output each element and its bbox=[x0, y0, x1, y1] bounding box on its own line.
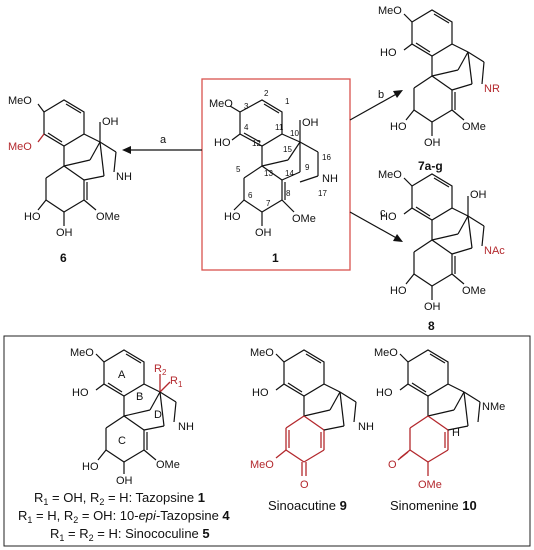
r1-label: R1 bbox=[170, 375, 183, 389]
sinomenine-ome-label: OMe bbox=[418, 479, 442, 491]
c1-atom-numbering: 1 2 3 4 5 6 7 8 9 10 11 12 13 14 15 16 1… bbox=[236, 89, 331, 208]
compound-1-structure bbox=[229, 99, 319, 226]
reaction-label-a: a bbox=[160, 134, 167, 146]
c8-nac-label: NAc bbox=[484, 245, 505, 257]
sinomenine-ho-label: HO bbox=[376, 387, 393, 399]
c1-oh7-label: OH bbox=[255, 227, 272, 239]
legend-sinococuline: R1 = R2 = H: Sinococuline 5 bbox=[50, 526, 210, 543]
ring-a-label: A bbox=[118, 369, 126, 381]
compound-6-structure bbox=[37, 99, 117, 226]
gen-ome-label: OMe bbox=[156, 459, 180, 471]
c1-num-13: 13 bbox=[264, 169, 273, 178]
c7-ho6-label: HO bbox=[390, 121, 407, 133]
sinomenine-nme-label: NMe bbox=[482, 401, 505, 413]
sinomenine-name: Sinomenine 10 bbox=[390, 498, 477, 513]
c6-ome-label: OMe bbox=[96, 211, 120, 223]
c8-ho-label: HO bbox=[380, 211, 397, 223]
sinoacutine-name: Sinoacutine 9 bbox=[268, 498, 347, 513]
c8-oh7-label: OH bbox=[424, 301, 441, 313]
c1-num-12: 12 bbox=[252, 139, 261, 148]
c1-num-2: 2 bbox=[264, 89, 269, 98]
sinoacutine-o-label: O bbox=[300, 479, 309, 491]
c7-nr-label: NR bbox=[484, 83, 500, 95]
c7-meo-label: MeO bbox=[378, 5, 402, 17]
arrow-a-head bbox=[122, 146, 131, 154]
c6-nh-label: NH bbox=[116, 171, 132, 183]
c6-oh7-label: OH bbox=[56, 227, 73, 239]
legend-tazopsine: R1 = OH, R2 = H: Tazopsine 1 bbox=[34, 490, 205, 507]
c1-num-8: 8 bbox=[286, 189, 291, 198]
reaction-label-b: b bbox=[378, 89, 384, 101]
c1-num-1: 1 bbox=[285, 97, 290, 106]
legend-box bbox=[3, 335, 531, 547]
sinoacutine-meo-label: MeO bbox=[250, 347, 274, 359]
c1-num-4: 4 bbox=[244, 123, 249, 132]
gen-ho-label: HO bbox=[72, 387, 89, 399]
generic-structure bbox=[95, 349, 177, 474]
arrow-c-head bbox=[393, 234, 403, 242]
c6-meo-red-label: MeO bbox=[8, 141, 32, 153]
compound-8-number: 8 bbox=[428, 319, 435, 333]
c1-oh-label: OH bbox=[302, 117, 319, 129]
ring-c-label: C bbox=[118, 435, 126, 447]
arrow-b bbox=[349, 91, 401, 121]
c1-num-3: 3 bbox=[244, 102, 249, 111]
sinomenine-structure bbox=[397, 349, 481, 476]
sinomenine-h-label: H bbox=[452, 427, 460, 439]
c8-ome-label: OMe bbox=[462, 285, 486, 297]
c7-oh7-label: OH bbox=[424, 137, 441, 149]
c6-oh-label: OH bbox=[102, 116, 119, 128]
ring-b-label: B bbox=[136, 391, 143, 403]
c1-num-14: 14 bbox=[285, 169, 294, 178]
c7-ho-label: HO bbox=[380, 47, 397, 59]
c1-meo-label: MeO bbox=[209, 98, 233, 110]
compound-7-number: 7a-g bbox=[418, 159, 443, 173]
c1-num-17: 17 bbox=[318, 189, 327, 198]
c8-ho6-label: HO bbox=[390, 285, 407, 297]
c1-num-5: 5 bbox=[236, 165, 241, 174]
c1-num-10: 10 bbox=[290, 129, 299, 138]
c6-ho-label: HO bbox=[24, 211, 41, 223]
c1-num-9: 9 bbox=[305, 163, 310, 172]
c1-ho6-label: HO bbox=[224, 211, 241, 223]
c1-num-6: 6 bbox=[248, 191, 253, 200]
c1-num-7: 7 bbox=[266, 199, 271, 208]
c1-nh-label: NH bbox=[322, 173, 338, 185]
c1-ome-label: OMe bbox=[292, 213, 316, 225]
compound-1-number: 1 bbox=[272, 251, 279, 265]
sinoacutine-nh-label: NH bbox=[358, 421, 374, 433]
c1-num-16: 16 bbox=[322, 153, 331, 162]
compound-1-frame bbox=[201, 78, 351, 271]
sinoacutine-structure bbox=[275, 349, 357, 476]
c8-meo-label: MeO bbox=[378, 169, 402, 181]
gen-nh-label: NH bbox=[178, 421, 194, 433]
gen-ho6-label: HO bbox=[82, 461, 99, 473]
gen-meo-label: MeO bbox=[70, 347, 94, 359]
c7-ome-label: OMe bbox=[462, 121, 486, 133]
r2-label: R2 bbox=[154, 363, 167, 377]
c6-meo-label: MeO bbox=[8, 95, 32, 107]
reaction-label-c: c bbox=[380, 207, 386, 219]
legend-epitazopsine: R1 = H, R2 = OH: 10-epi-Tazopsine 4 bbox=[18, 508, 230, 525]
c1-num-11: 11 bbox=[275, 123, 284, 132]
c8-oh-label: OH bbox=[470, 189, 487, 201]
ring-d-label: D bbox=[154, 409, 162, 421]
compound-6-number: 6 bbox=[60, 251, 67, 265]
arrow-b-head bbox=[393, 90, 403, 98]
gen-oh7-label: OH bbox=[116, 475, 133, 487]
sinoacutine-ho-label: HO bbox=[252, 387, 269, 399]
sinoacutine-meo-red-label: MeO bbox=[250, 459, 274, 471]
compound-7-structure bbox=[403, 9, 485, 136]
sinomenine-o-label: O bbox=[388, 459, 397, 471]
c1-ho-label: HO bbox=[214, 137, 231, 149]
c1-num-15: 15 bbox=[283, 145, 292, 154]
arrow-c bbox=[349, 211, 401, 241]
sinomenine-meo-label: MeO bbox=[374, 347, 398, 359]
compound-8-structure bbox=[403, 173, 485, 300]
